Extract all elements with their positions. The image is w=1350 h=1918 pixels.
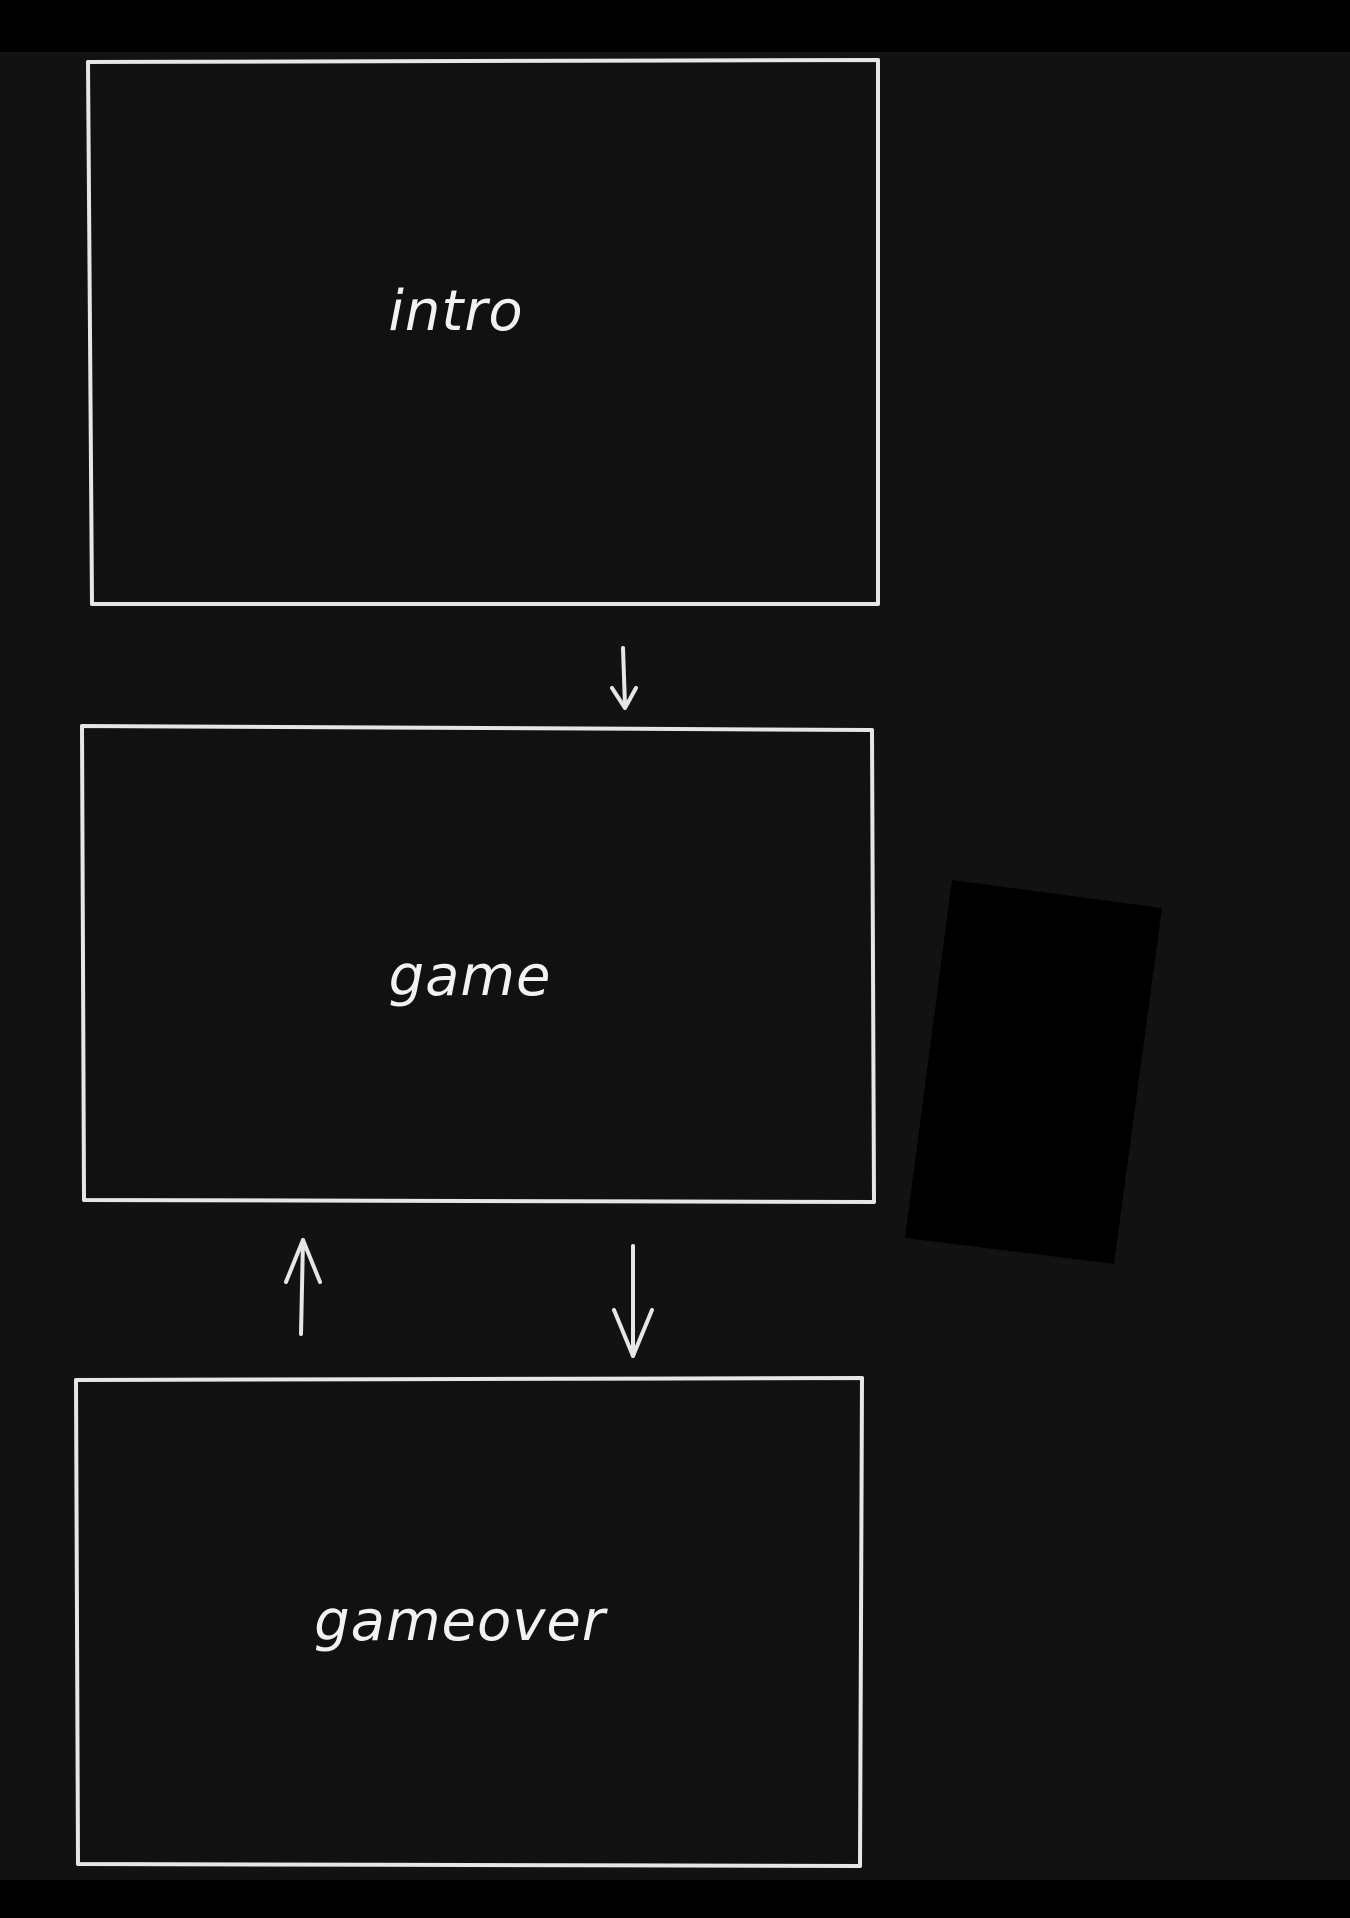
state-gameover: gameover	[74, 1376, 864, 1868]
state-gameover-box	[74, 1376, 864, 1868]
arrow-intro-to-game	[610, 646, 638, 710]
state-gameover-label: gameover	[314, 1589, 608, 1654]
occluder-shape	[905, 880, 1162, 1264]
arrow-gameover-to-game	[284, 1238, 322, 1336]
state-game: game	[80, 724, 876, 1204]
state-game-box	[80, 724, 876, 1204]
state-intro: intro	[86, 58, 880, 606]
state-intro-label: intro	[388, 279, 523, 344]
arrow-game-to-gameover	[612, 1244, 654, 1358]
state-intro-box	[86, 58, 880, 606]
state-game-label: game	[389, 944, 552, 1009]
